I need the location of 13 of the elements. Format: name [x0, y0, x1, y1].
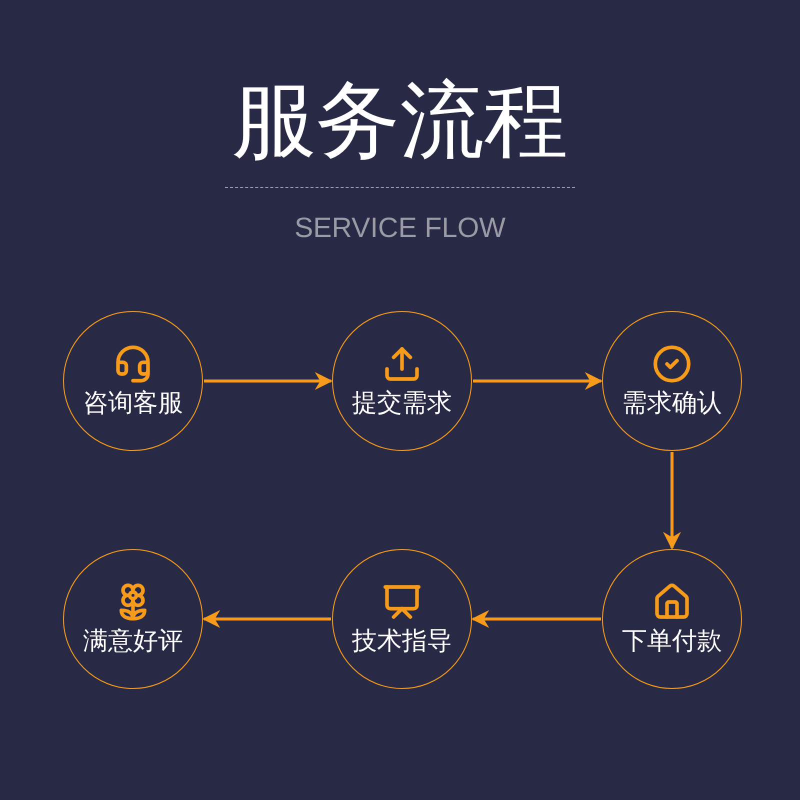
title: 服务流程 — [231, 70, 569, 170]
arrow — [471, 610, 601, 628]
subtitle: SERVICE FLOW — [293, 211, 507, 245]
step-label: 下单付款 — [622, 626, 722, 656]
step-label: 技术指导 — [352, 626, 452, 656]
step-label: 满意好评 — [83, 626, 183, 656]
step-label: 提交需求 — [352, 388, 452, 418]
arrow — [663, 452, 681, 550]
arrow — [473, 372, 603, 390]
step-label: 需求确认 — [622, 388, 722, 418]
step-label: 咨询客服 — [83, 388, 183, 418]
arrow — [202, 610, 331, 628]
arrow — [204, 372, 333, 390]
